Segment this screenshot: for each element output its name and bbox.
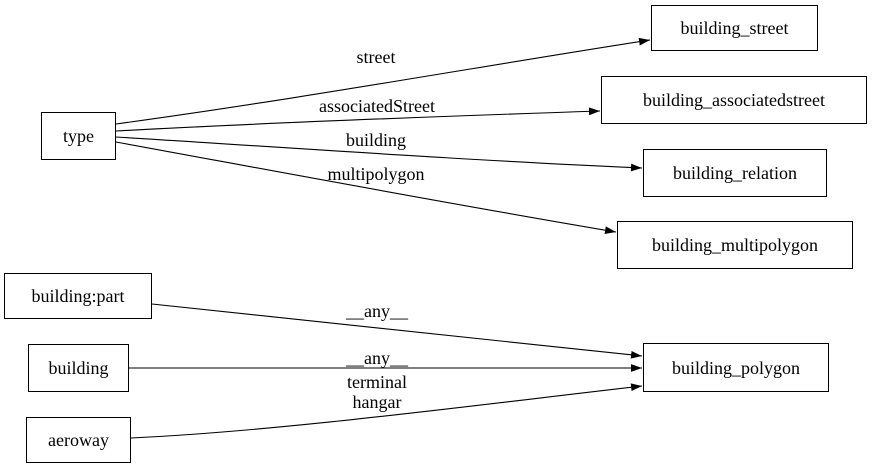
node-building-relation: building_relation (643, 149, 827, 197)
node-building: building (28, 344, 129, 392)
edge-type-to-building-street (115, 37, 651, 125)
node-building-polygon: building_polygon (643, 343, 829, 392)
node-type: type (41, 112, 116, 160)
edge-type-to-building-associatedstreet (115, 107, 601, 132)
edge-label-any-2: __any__ (346, 348, 408, 368)
edge-label-any-1: __any__ (346, 301, 408, 321)
node-building-street: building_street (651, 5, 818, 51)
edge-type-to-building-relation (115, 136, 643, 172)
edge-label-multipolygon: multipolygon (327, 164, 425, 184)
edge-label-terminal: terminal (347, 372, 407, 392)
node-aeroway: aeroway (26, 417, 131, 463)
edge-label-street: street (356, 47, 396, 67)
edge-label-associatedstreet: associatedStreet (319, 96, 435, 116)
node-building-part: building:part (4, 273, 152, 319)
edge-label-hangar: hangar (352, 392, 402, 412)
node-building-associatedstreet: building_associatedstreet (601, 76, 867, 124)
edge-label-building: building (345, 130, 407, 150)
node-building-multipolygon: building_multipolygon (617, 221, 853, 269)
edge-aeroway-to-building-polygon (130, 383, 643, 439)
edge-building-part-to-building-polygon (151, 303, 643, 359)
edge-type-to-building-multipolygon (115, 141, 617, 234)
